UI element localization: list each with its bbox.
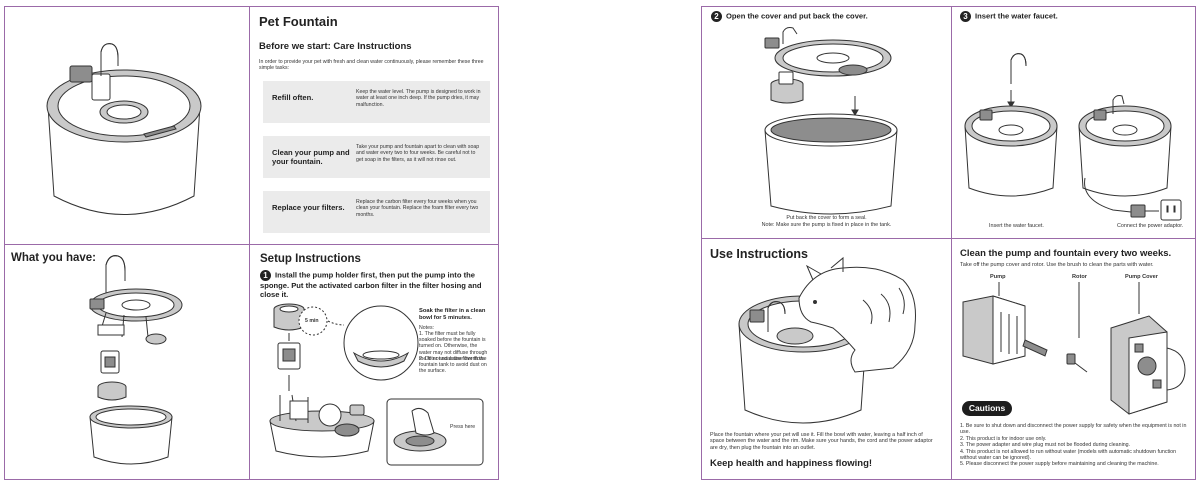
note-item: 1. The filter must be fully soaked befor… (419, 331, 488, 362)
step-2-illustration (703, 8, 950, 236)
clean-subtitle: Take off the pump cover and rotor. Use t… (960, 262, 1154, 268)
notes-title: Notes: (419, 325, 434, 331)
press-here-label: Press here (450, 424, 476, 430)
sheet-divider-horizontal (702, 238, 1195, 239)
use-instructions-panel: Use Instructions Place the fountain wher… (703, 240, 950, 478)
step-2-caption-2: Note: Make sure the pump is fixed in pla… (761, 222, 892, 228)
sheet-divider-vertical (951, 7, 952, 479)
caution-item: 1. Be sure to shut down and disconnect t… (960, 423, 1187, 436)
pump-parts-illustration (953, 240, 1198, 478)
care-item-label: Replace your filters. (272, 203, 345, 212)
timer-label: 5 min (305, 318, 319, 324)
care-item-text: Keep the water level. The pump is design… (356, 89, 481, 108)
use-text: Place the fountain where your pet will u… (710, 432, 933, 451)
setup-title: Setup Instructions (260, 253, 361, 265)
step-3-title: Insert the water faucet. (975, 11, 1058, 21)
cautions-badge: Cautions (962, 401, 1012, 416)
soak-title: Soak the filter in a clean bowl for 5 mi… (419, 308, 486, 321)
step-3-illustration (953, 8, 1198, 236)
what-you-have-title: What you have: (11, 252, 96, 264)
step-2-title: Open the cover and put back the cover. (726, 11, 868, 21)
care-instructions-panel: Pet Fountain Before we start: Care Instr… (250, 8, 498, 242)
setup-step-1-text: Install the pump holder first, then put … (260, 270, 482, 300)
part-label-rotor: Rotor (1072, 274, 1087, 280)
step-2-caption-1: Put back the cover to form a seal. (786, 215, 867, 221)
care-item-text: Replace the carbon filter every four wee… (356, 199, 479, 218)
care-item-label: Clean your pump and your fountain. (272, 148, 350, 166)
part-label-pump-cover: Pump Cover (1125, 274, 1158, 280)
use-tagline: Keep health and happiness flowing! (710, 458, 873, 469)
care-item-replace-filters: Replace your filters. Replace the carbon… (263, 191, 490, 233)
step-number-badge: 3 (960, 11, 971, 22)
setup-illustrations (250, 245, 498, 478)
sheet-divider-vertical (249, 7, 250, 479)
caution-item: 3. The power adapter and wire plug must … (960, 442, 1131, 449)
step-3-heading: 3 Insert the water faucet. (960, 11, 1058, 22)
caution-item: 5. Please disconnect the power supply be… (960, 461, 1159, 468)
sheet-divider-horizontal (5, 244, 498, 245)
product-title: Pet Fountain (259, 14, 338, 29)
what-you-have-panel: What you have: (6, 245, 247, 478)
note-item: 2. Do not soak the filter in the fountai… (419, 356, 487, 375)
caution-item: 2. This product is for indoor use only. (960, 435, 1047, 442)
parts-exploded-illustration (6, 245, 247, 478)
right-sheet (701, 6, 1196, 480)
step-3-caption-right: Connect the power adaptor. (1117, 223, 1184, 229)
fountain-illustration (6, 8, 247, 242)
clean-panel: Clean the pump and fountain every two we… (953, 240, 1198, 478)
cat-drinking-illustration (703, 240, 950, 478)
care-intro: In order to provide your pet with fresh … (259, 59, 484, 72)
care-item-label: Refill often. (272, 93, 314, 102)
part-label-pump: Pump (990, 274, 1006, 280)
care-item-clean: Clean your pump and your fountain. Take … (263, 136, 490, 178)
clean-title: Clean the pump and fountain every two we… (960, 248, 1172, 259)
care-item-text: Take your pump and fountain apart to cle… (356, 144, 480, 163)
step-number-badge: 2 (711, 11, 722, 22)
cautions-list: 1. Be sure to shut down and disconnect t… (960, 423, 1192, 468)
caution-item: 4. This product is not allowed to run wi… (960, 448, 1177, 462)
care-title: Before we start: Care Instructions (259, 41, 412, 52)
product-hero-panel (6, 8, 247, 242)
use-title: Use Instructions (710, 247, 808, 261)
step-3-caption-left: Insert the water faucet. (989, 223, 1044, 229)
left-sheet (4, 6, 499, 480)
step-2-heading: 2 Open the cover and put back the cover. (711, 11, 868, 22)
care-item-refill: Refill often. Keep the water level. The … (263, 81, 490, 123)
step-number-badge: 1 (260, 270, 271, 281)
